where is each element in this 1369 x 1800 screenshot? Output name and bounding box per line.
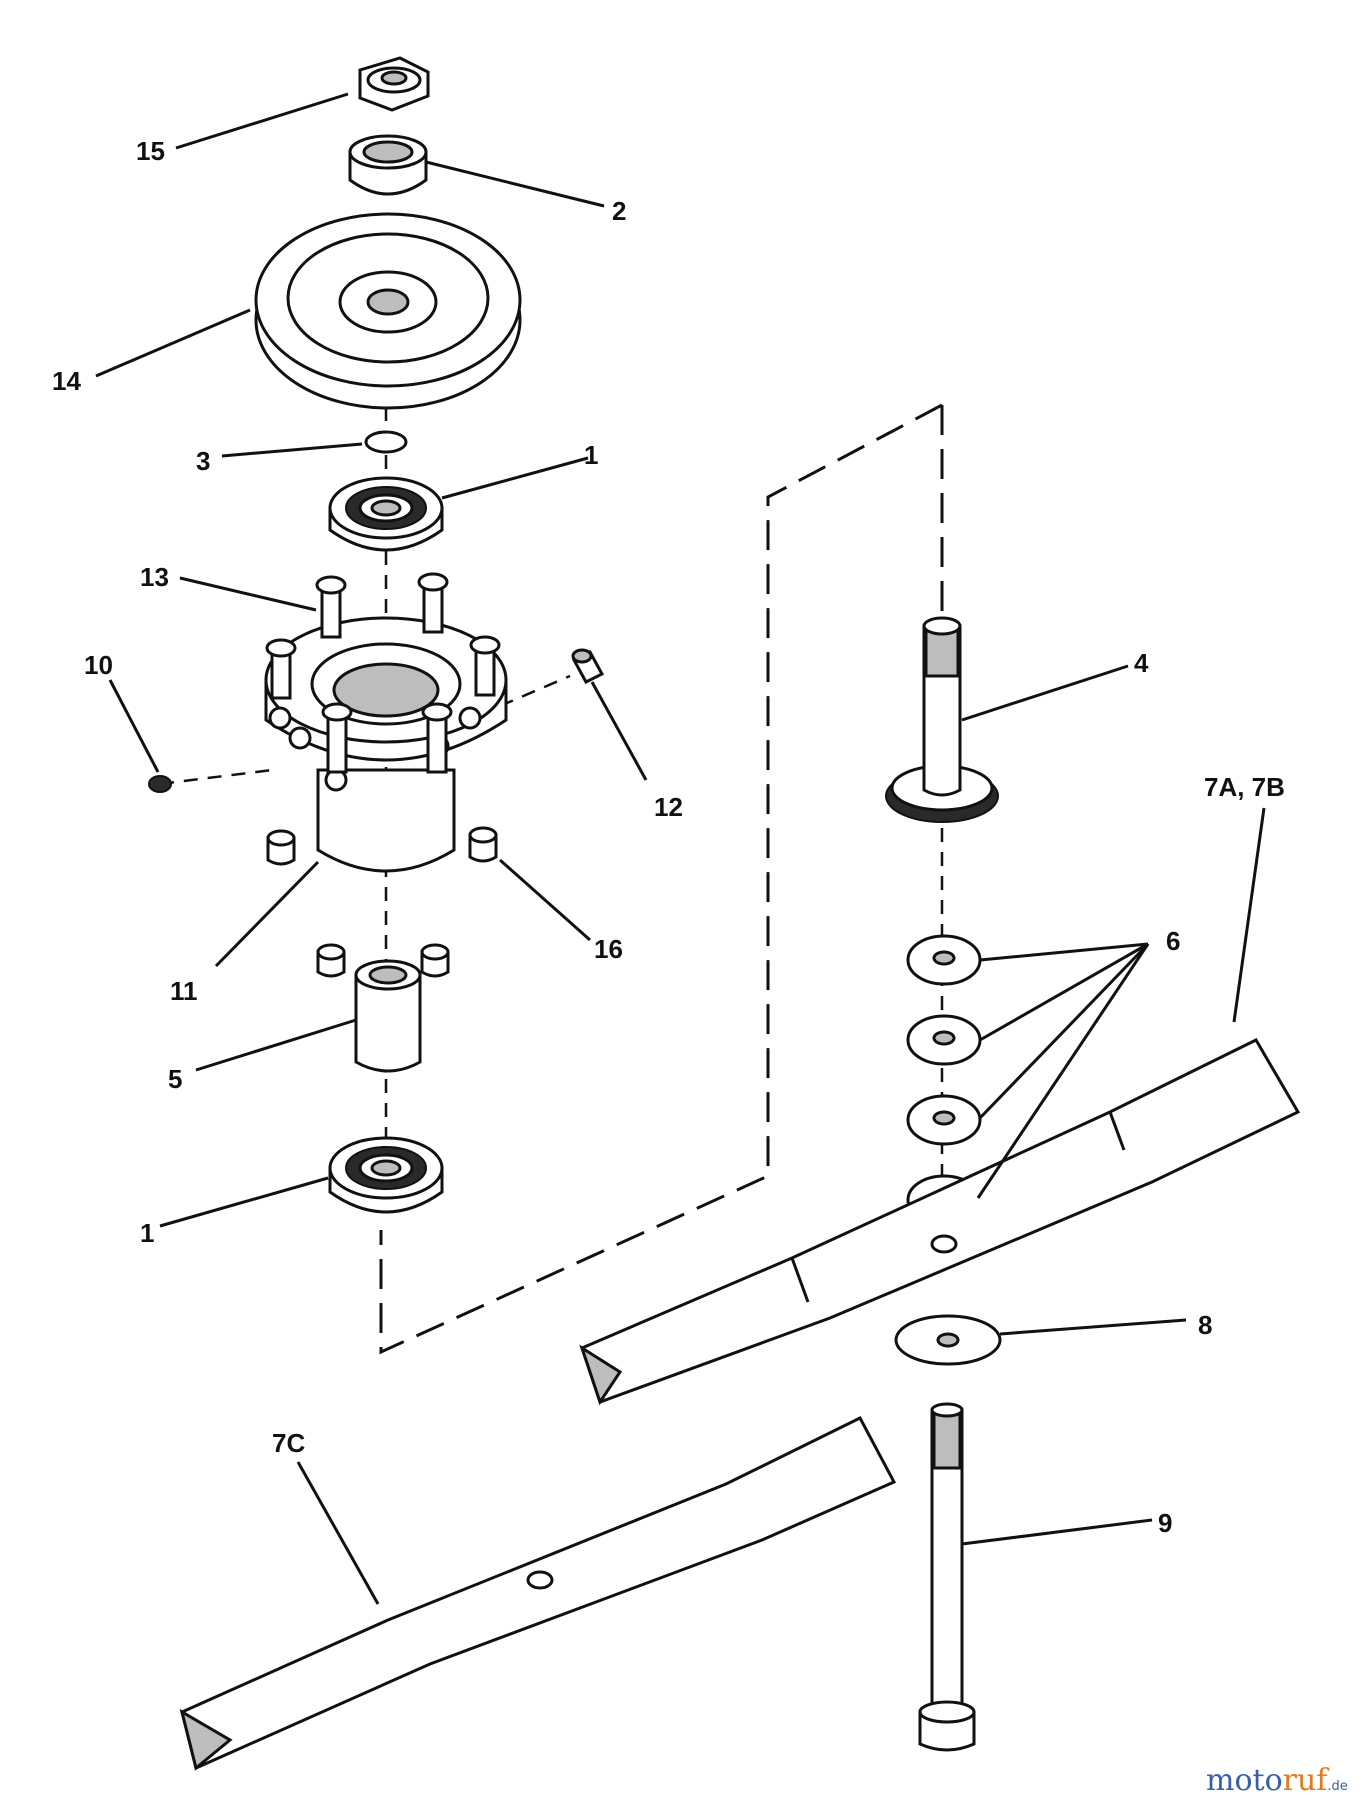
bolts-part-13 xyxy=(265,572,501,774)
watermark-logo: motoruf.de xyxy=(1206,1763,1348,1798)
label-part-10: 10 xyxy=(84,650,113,680)
pulley-part-14 xyxy=(254,212,522,410)
nuts-part-16 xyxy=(266,826,498,978)
label-part-6: 6 xyxy=(1166,926,1180,956)
grease-fitting-part-10 xyxy=(148,775,172,793)
watermark-part2: ruf xyxy=(1283,1763,1330,1798)
assembly-path xyxy=(159,215,944,1355)
blade-part-7c xyxy=(179,1416,897,1771)
washer-part-8 xyxy=(894,1314,1002,1366)
blade-part-7a-7b xyxy=(579,1038,1301,1406)
blade-bolt-part-9 xyxy=(918,1402,976,1752)
label-part-7c: 7C xyxy=(272,1428,305,1458)
label-part-12: 12 xyxy=(654,792,683,822)
label-part-16: 16 xyxy=(594,934,623,964)
leader-lines xyxy=(95,92,1266,1605)
hex-nut-part-15 xyxy=(358,56,430,112)
label-part-4: 4 xyxy=(1134,648,1149,678)
label-part-3: 3 xyxy=(196,446,210,476)
watermark-suffix: .de xyxy=(1327,1779,1347,1794)
watermark-part1: moto xyxy=(1206,1763,1283,1798)
label-part-5: 5 xyxy=(168,1064,182,1094)
label-part-8: 8 xyxy=(1198,1310,1212,1340)
retaining-ring-part-3 xyxy=(364,430,408,454)
set-screw-part-12 xyxy=(571,648,605,684)
label-part-1-top: 1 xyxy=(584,440,598,470)
part-labels: 15 2 14 3 1 13 10 12 4 7A, 7B 11 16 6 5 … xyxy=(52,136,1285,1538)
label-part-14: 14 xyxy=(52,366,81,396)
spacer-part-2 xyxy=(348,134,428,196)
bearing-top-part-1 xyxy=(328,476,444,552)
bearing-bottom-part-1 xyxy=(328,1136,444,1214)
spacer-tube-part-5 xyxy=(354,959,422,1073)
label-part-9: 9 xyxy=(1158,1508,1172,1538)
label-part-1-bottom: 1 xyxy=(140,1218,154,1248)
label-part-13: 13 xyxy=(140,562,169,592)
svg-text:motoruf.de: motoruf.de xyxy=(1206,1763,1348,1798)
spindle-shaft-part-4 xyxy=(885,616,999,823)
label-part-2: 2 xyxy=(612,196,626,226)
label-part-7a-7b: 7A, 7B xyxy=(1204,772,1285,802)
label-part-15: 15 xyxy=(136,136,165,166)
label-part-11: 11 xyxy=(170,976,198,1006)
